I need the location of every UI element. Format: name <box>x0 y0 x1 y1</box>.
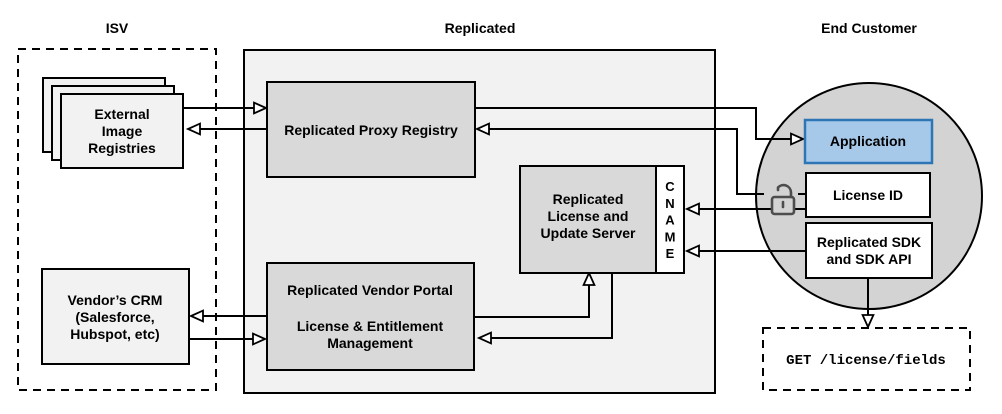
arrowhead-left-icon <box>684 244 700 258</box>
arrowhead-right-icon <box>252 332 268 346</box>
replicated-section-title: Replicated <box>445 20 516 36</box>
lock-shackle <box>776 183 793 199</box>
license-update-server-box <box>519 165 657 274</box>
vendor-crm-box <box>41 268 190 365</box>
proxy-registry-node: Replicated Proxy Registry <box>266 81 476 178</box>
arrowhead-up-icon <box>582 270 596 286</box>
get-license-fields-node: GET /license/fields <box>762 327 971 391</box>
get-endpoint-label: GET /license/fields <box>786 353 946 369</box>
registry-stack-front <box>60 93 184 169</box>
proxy-registry-label: Replicated Proxy Registry <box>284 122 458 138</box>
license-id-label: License ID <box>833 187 903 203</box>
license-id-box <box>805 172 931 218</box>
replicated-sdk-node: Replicated SDK and SDK API <box>805 222 933 279</box>
arrowhead-left-icon <box>684 202 700 216</box>
registries-label: Image <box>102 123 143 139</box>
isv-section-title: ISV <box>106 20 129 36</box>
vendor-crm-label: (Salesforce, <box>75 309 154 325</box>
vendor-crm-label: Vendor’s CRM <box>68 292 163 308</box>
application-label: Application <box>830 133 906 149</box>
cname-letter: N <box>665 196 674 211</box>
isv-boundary <box>17 48 217 391</box>
cname-letter: M <box>665 229 676 244</box>
registries-label: External <box>94 106 149 122</box>
vendor-crm-label: Hubspot, etc) <box>70 326 159 342</box>
replicated-sdk-label: and SDK API <box>826 251 911 267</box>
cname-letter: E <box>666 246 675 261</box>
application-box <box>803 118 934 165</box>
external-image-registries-node: External Image Registries <box>42 77 184 169</box>
arrowhead-left-icon <box>474 122 490 136</box>
edge-proxy-to-application <box>475 107 791 140</box>
proxy-registry-box <box>266 81 476 178</box>
arrowhead-down-icon <box>861 314 875 330</box>
vendor-portal-label: License & Entitlement <box>297 318 444 334</box>
edge-license-server-to-portal <box>491 273 613 339</box>
license-id-node: License ID <box>805 172 931 218</box>
cname-letter: C <box>665 179 675 194</box>
vendor-portal-label: Management <box>327 335 413 351</box>
vendor-portal-label: Replicated Vendor Portal <box>287 282 453 298</box>
arrowhead-right-icon <box>790 132 806 146</box>
arrowhead-left-icon <box>188 309 204 323</box>
arrowhead-left-icon <box>185 122 201 136</box>
replicated-sdk-label: Replicated SDK <box>817 234 921 250</box>
replicated-sdk-box <box>805 222 933 279</box>
vendor-portal-node: Replicated Vendor Portal License & Entit… <box>266 262 475 371</box>
license-update-server-node: Replicated License and Update Server C N… <box>519 165 685 274</box>
edge-license-id-to-proxy <box>489 128 806 195</box>
edge-portal-to-license-server <box>474 285 590 318</box>
application-node: Application <box>803 118 934 165</box>
end-customer-section-title: End Customer <box>821 20 917 36</box>
vendor-crm-node: Vendor’s CRM (Salesforce, Hubspot, etc) <box>41 268 190 365</box>
arrowhead-left-icon <box>476 331 492 345</box>
license-server-label: Update Server <box>541 225 636 241</box>
license-server-label: Replicated <box>553 191 624 207</box>
unlock-icon <box>770 183 796 216</box>
cname-letter: A <box>665 213 675 228</box>
registries-label: Registries <box>88 140 156 156</box>
get-endpoint-box <box>762 327 971 391</box>
vendor-portal-box <box>266 262 475 371</box>
license-server-label: License and <box>548 208 629 224</box>
arrowhead-right-icon <box>253 101 269 115</box>
